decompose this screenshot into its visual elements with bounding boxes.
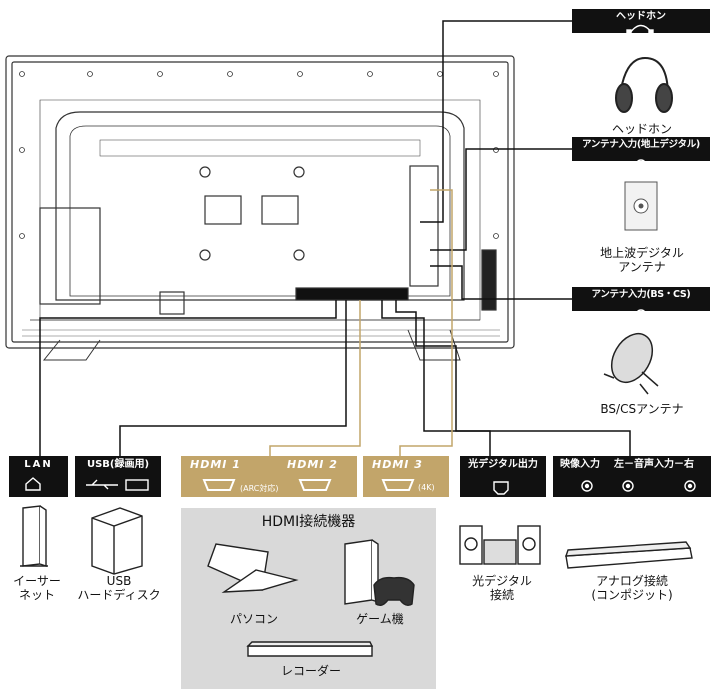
header-boxes — [9, 9, 711, 497]
hdmi2-header: HDMI 2 — [287, 458, 338, 471]
headphone-label: ヘッドホン — [611, 122, 672, 136]
header-icons — [25, 24, 696, 495]
antenna-bscs-header: アンテナ入力(BS・CS) — [591, 289, 691, 300]
optical-device-label: 光デジタル 接続 — [472, 574, 532, 602]
hdmi-group-title: HDMI接続機器 — [261, 514, 356, 530]
recorder-icon — [246, 641, 374, 657]
antenna-terrestrial-label: 地上波デジタル アンテナ — [600, 246, 684, 274]
antenna-terrestrial-icon — [624, 181, 658, 231]
hdmi-device-pc: パソコン — [229, 612, 278, 626]
hdmi-device-game: ゲーム機 — [356, 612, 404, 626]
antenna-terrestrial-header: アンテナ入力(地上デジタル) — [582, 139, 700, 150]
tv-screws — [19, 71, 499, 239]
hdmi-device-recorder: レコーダー — [280, 664, 341, 678]
hdmi-port-icons — [202, 479, 415, 491]
laptop-icon — [207, 543, 299, 593]
headphone-icon — [615, 56, 673, 113]
game-console-icon — [344, 539, 415, 607]
hdmi3-header: HDMI 3 — [372, 458, 423, 471]
hard-disk-icon — [91, 507, 143, 575]
usb-header: USB(録画用) — [86, 459, 150, 470]
audio-input-header: 左－音声入力－右 — [614, 459, 694, 470]
lan-device-label: イーサー ネット — [13, 574, 61, 602]
analog-player-icon — [565, 541, 693, 569]
antenna-bscs-label: BS/CSアンテナ — [600, 402, 684, 416]
satellite-dish-icon — [603, 333, 659, 395]
tv-back-panel — [5, 55, 515, 361]
optical-header: 光デジタル出力 — [468, 459, 538, 470]
hdmi3-note: (4K) — [418, 483, 435, 492]
connection-lines — [39, 20, 631, 456]
usb-device-label: USB ハードディスク — [77, 574, 161, 602]
hdmi-header-boxes — [181, 456, 449, 497]
audio-system-icon — [459, 525, 541, 565]
lan-header: LAN — [24, 459, 53, 470]
hdmi1-header: HDMI 1 — [190, 458, 241, 471]
analog-device-label: アナログ接続 (コンポジット) — [591, 574, 673, 602]
headphone-header: ヘッドホン — [616, 11, 666, 22]
video-input-header: 映像入力 — [560, 459, 600, 470]
hdmi1-note: (ARC対応) — [240, 484, 279, 493]
hdmi-lines — [269, 189, 453, 456]
router-icon — [20, 505, 48, 567]
